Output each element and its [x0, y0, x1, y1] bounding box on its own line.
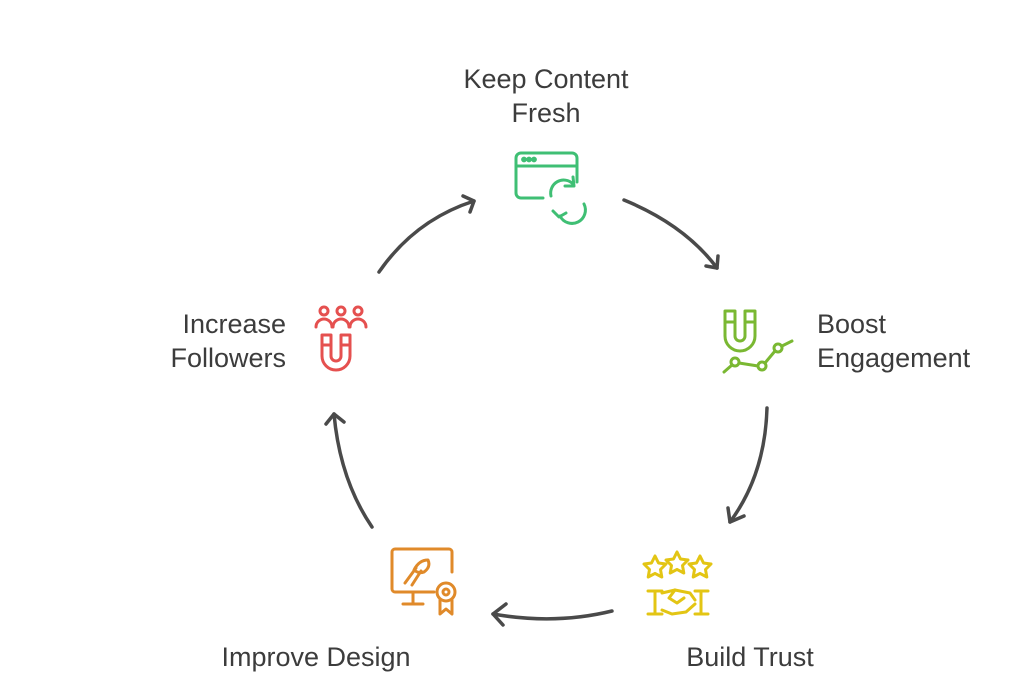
label-line: Boost [817, 309, 887, 339]
node-label-increase-followers: Increase Followers [100, 307, 286, 375]
label-line: Fresh [511, 98, 581, 128]
label-line: Build Trust [686, 642, 814, 672]
label-line: Followers [170, 343, 286, 373]
magnet-growth-chart-icon [722, 309, 794, 374]
arrow-trust-to-design [491, 602, 614, 627]
arrow-fresh-to-engagement [622, 198, 720, 270]
stars-handshake-icon [642, 550, 713, 616]
label-line: Increase [182, 309, 286, 339]
label-line: Keep Content [463, 64, 629, 94]
node-label-build-trust: Build Trust [660, 640, 840, 674]
monitor-brush-award-icon [390, 547, 457, 616]
browser-refresh-icon [514, 151, 587, 225]
node-label-boost-engagement: Boost Engagement [817, 307, 970, 375]
people-magnet-icon [314, 305, 368, 372]
label-line: Improve Design [221, 642, 411, 672]
arrow-followers-to-fresh [377, 194, 476, 274]
node-label-keep-content-fresh: Keep Content Fresh [440, 62, 652, 130]
arrow-engagement-to-trust [726, 406, 769, 524]
arrow-design-to-followers [324, 412, 374, 529]
label-line: Engagement [817, 343, 971, 373]
node-label-improve-design: Improve Design [200, 640, 432, 674]
